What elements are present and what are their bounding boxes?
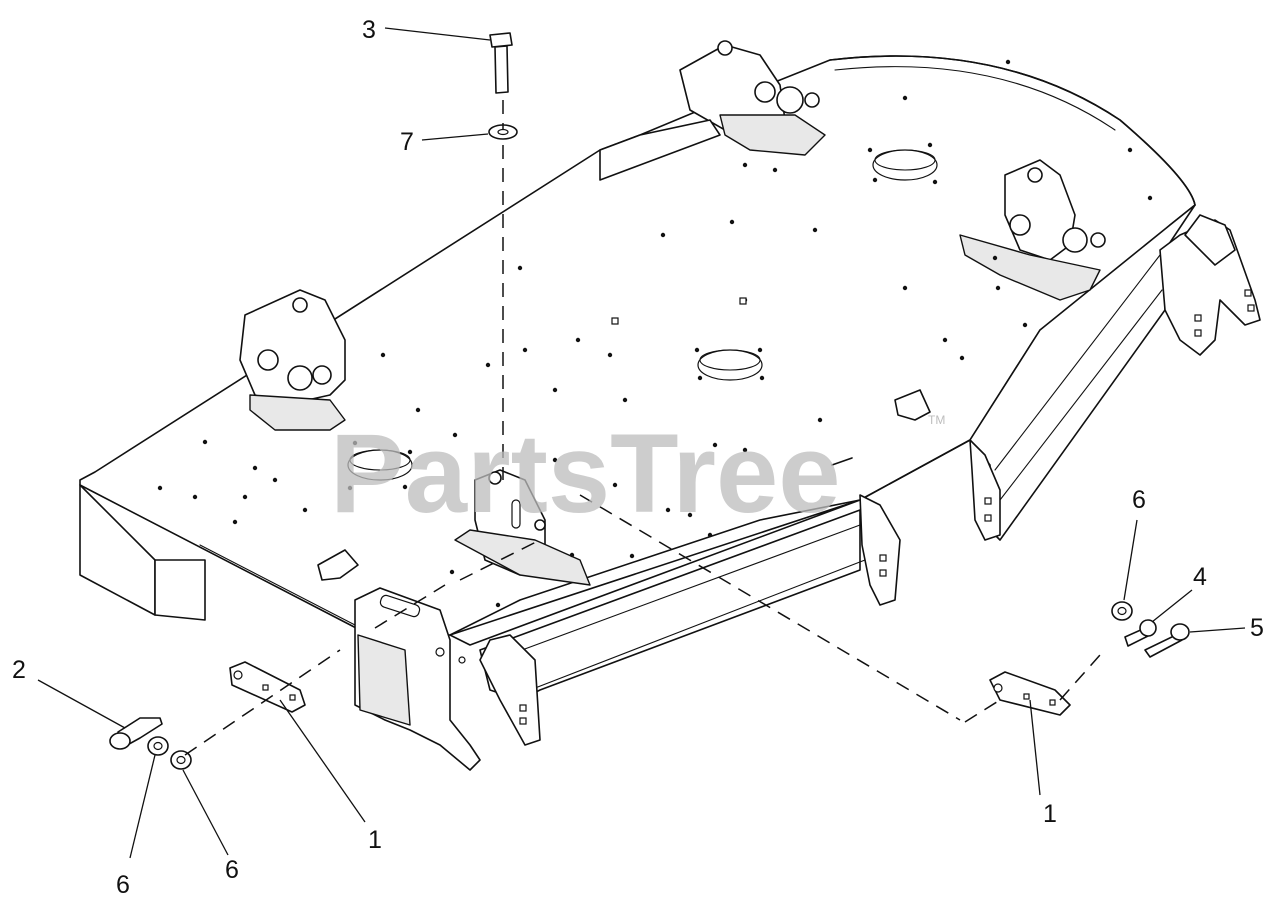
callout-6-left-a: 6 xyxy=(116,871,130,899)
callout-1-left: 1 xyxy=(368,826,382,854)
deck-clips xyxy=(317,389,931,581)
callout-6-right: 6 xyxy=(1132,486,1146,514)
nut-6-left-a xyxy=(147,736,169,756)
callout-1-right: 1 xyxy=(1043,800,1057,828)
rear-mount-bracket-right xyxy=(969,214,1261,541)
spindle-openings xyxy=(347,149,938,481)
callout-5: 5 xyxy=(1250,614,1264,642)
bolt-5 xyxy=(1144,623,1190,658)
watermark-trademark: TM xyxy=(928,413,945,427)
callout-6-left-b: 6 xyxy=(225,856,239,884)
hanger-bracket-front-right xyxy=(959,159,1106,301)
deck-shell xyxy=(79,55,1196,701)
pin-2 xyxy=(109,717,163,750)
deck-hole-pattern xyxy=(157,59,1153,608)
nut-6-left-b xyxy=(170,750,192,770)
leader-lines xyxy=(37,27,1246,859)
rear-mount-bracket-left xyxy=(354,587,481,771)
assembly-lines xyxy=(184,100,1101,756)
bolt-3 xyxy=(489,32,513,94)
rear-mount-bracket-center xyxy=(479,494,901,746)
callout-2: 2 xyxy=(12,656,26,684)
hanger-bracket-front-left xyxy=(599,40,826,181)
callout-4: 4 xyxy=(1193,563,1207,591)
callout-3: 3 xyxy=(362,16,376,44)
nut-6-right xyxy=(1111,601,1133,621)
hanger-bracket-center xyxy=(454,469,591,586)
spacer-4 xyxy=(1124,619,1157,647)
callout-7: 7 xyxy=(400,128,414,156)
watermark: PartsTree xyxy=(330,411,841,536)
hanger-bracket-left xyxy=(239,289,346,431)
link-bracket-1-left xyxy=(229,661,306,713)
link-bracket-1-right xyxy=(989,671,1071,716)
